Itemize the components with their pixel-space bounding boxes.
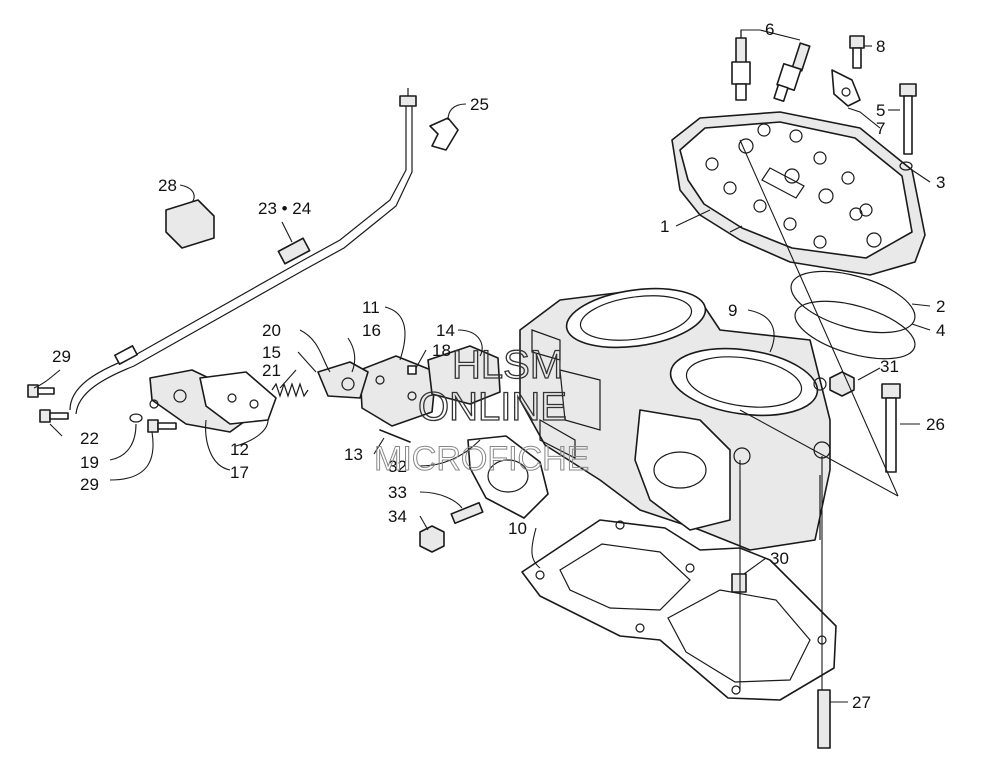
callout-33: 33	[388, 483, 407, 502]
o-ring-4[interactable]	[789, 290, 921, 370]
watermark-line-2: ONLINE	[418, 385, 567, 429]
bolt-8[interactable]	[849, 35, 865, 69]
cylinder-head[interactable]	[671, 111, 926, 276]
washer-19[interactable]	[129, 413, 143, 423]
pin-18[interactable]	[407, 365, 417, 375]
callout-16: 16	[362, 321, 381, 340]
callout-4: 4	[936, 321, 945, 340]
callout-2: 2	[936, 297, 945, 316]
callout-numbers: 6 8 5 7 3 1 2 4 9 31 26 25 28 23 • 24 11…	[52, 20, 945, 712]
block-28[interactable]	[165, 199, 215, 249]
spark-plug-right[interactable]	[773, 42, 811, 103]
callout-17: 17	[230, 463, 249, 482]
bolt-5[interactable]	[899, 83, 917, 155]
bolt-29-bottom[interactable]	[147, 419, 177, 433]
callout-3: 3	[936, 173, 945, 192]
spring-21[interactable]	[271, 382, 309, 398]
bolt-29-top[interactable]	[27, 384, 55, 398]
gasket-32[interactable]	[467, 435, 549, 519]
spark-plug-left[interactable]	[731, 30, 751, 101]
callout-8: 8	[876, 37, 885, 56]
pin-13[interactable]	[379, 429, 411, 443]
stud-26[interactable]	[881, 383, 901, 473]
callout-30: 30	[770, 549, 789, 568]
o-ring-2[interactable]	[784, 259, 921, 344]
callout-12: 12	[230, 440, 249, 459]
callout-26: 26	[926, 415, 945, 434]
watermark-line-1: HLSM	[452, 343, 563, 387]
callout-1: 1	[660, 217, 669, 236]
callout-34: 34	[388, 507, 407, 526]
callout-29-top: 29	[52, 347, 71, 366]
leader-lines	[33, 29, 931, 703]
dowel-30[interactable]	[731, 573, 747, 593]
bolt-22[interactable]	[39, 409, 69, 423]
nut-31[interactable]	[829, 371, 855, 397]
callout-14: 14	[436, 321, 455, 340]
clip-25[interactable]	[429, 117, 459, 151]
callout-32: 32	[388, 457, 407, 476]
callout-6: 6	[765, 20, 774, 39]
stud-33[interactable]	[450, 501, 484, 525]
valve-14[interactable]	[427, 345, 501, 405]
cable-23-24[interactable]	[69, 88, 417, 415]
watermark: HLSM ONLINE MICROFICHE	[374, 342, 590, 478]
callout-23-24: 23 • 24	[258, 199, 311, 218]
callout-31: 31	[880, 357, 899, 376]
callout-27: 27	[852, 693, 871, 712]
valve-housing-11[interactable]	[359, 355, 437, 427]
callout-10: 10	[508, 519, 527, 538]
callout-7: 7	[876, 119, 885, 138]
callout-18: 18	[432, 341, 451, 360]
callout-19: 19	[80, 453, 99, 472]
callout-9: 9	[728, 301, 737, 320]
stud-27[interactable]	[817, 689, 831, 749]
callout-5: 5	[876, 101, 885, 120]
callout-13: 13	[344, 445, 363, 464]
callout-20: 20	[262, 321, 281, 340]
callout-29-bottom: 29	[80, 475, 99, 494]
valve-cover[interactable]	[149, 369, 277, 433]
watermark-line-3: MICROFICHE	[374, 440, 589, 478]
cylinder-assembly[interactable]	[519, 281, 831, 551]
callout-21: 21	[262, 361, 281, 380]
washer-3[interactable]	[899, 161, 913, 171]
callout-25: 25	[470, 95, 489, 114]
callout-28: 28	[158, 176, 177, 195]
base-gasket[interactable]	[521, 519, 837, 701]
callout-11: 11	[362, 298, 380, 317]
callout-22: 22	[80, 429, 99, 448]
nut-34[interactable]	[419, 525, 445, 553]
callout-15: 15	[262, 343, 281, 362]
